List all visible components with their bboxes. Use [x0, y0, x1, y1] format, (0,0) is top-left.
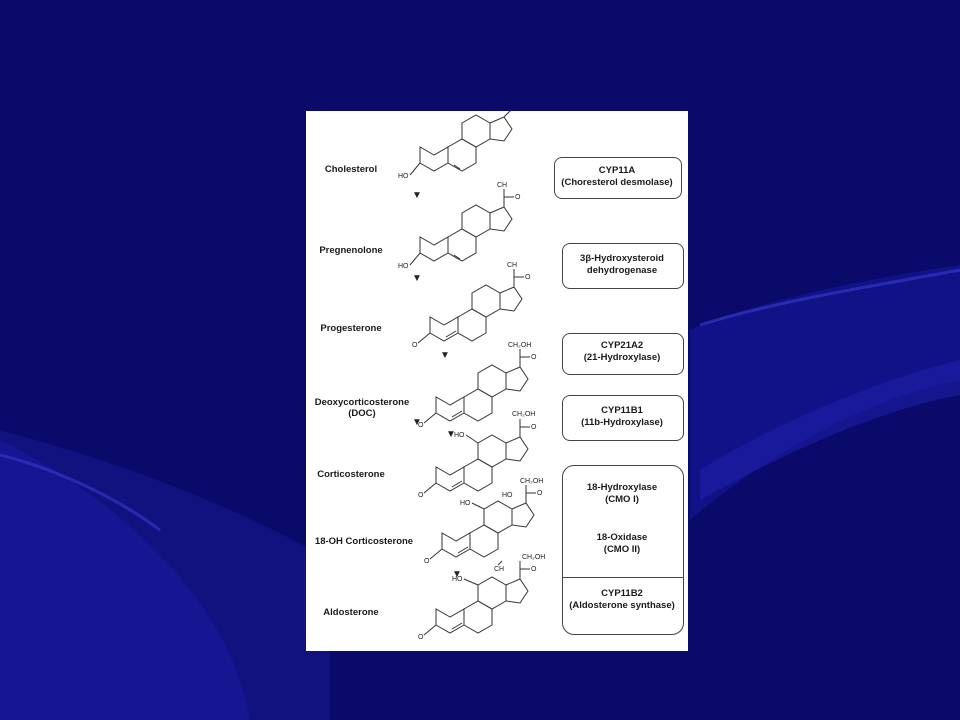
enzyme-text-cyp11b1: CYP11B1(11b-Hydroxylase) — [581, 405, 663, 428]
enzyme-text-cyp11b2: CYP11B2(Aldosterone synthase) — [569, 588, 675, 611]
structure-18-oh-corticosterone: CH₂OH O HO HO O — [424, 478, 543, 565]
pathway-arrow-5: ▼ — [446, 429, 456, 440]
structure-pregnenolone: CH O HO — [398, 182, 521, 270]
steroid-pathway-diagram: Cholesterol Pregnenolone Progesterone De… — [306, 111, 688, 651]
aldosterone-ch-label: CH — [494, 566, 504, 573]
compound-label-deoxycorticosterone: Deoxycorticosterone (DOC) — [306, 397, 422, 419]
enzyme-box-cyp11a — [554, 157, 682, 199]
18-oh-ho-top-label: HO — [502, 492, 513, 499]
progesterone-o-ring-label: O — [412, 342, 418, 349]
enzyme-text-18-oxidase: 18-Oxidase(CMO II) — [596, 532, 648, 555]
enzyme-group-divider — [563, 577, 684, 578]
enzyme-text-cyp21a2: CYP21A2(21-Hydroxylase) — [583, 340, 661, 363]
doc-ch2oh-label: CH₂OH — [508, 342, 531, 349]
pregnenolone-o-label: O — [515, 194, 521, 201]
enzyme-text-18-hydroxylase: 18-Hydroxylase(CMO I) — [586, 482, 658, 505]
corticosterone-ch2oh-label: CH₂OH — [512, 411, 535, 418]
pregnenolone-ho-label: HO — [398, 263, 409, 270]
aldosterone-o-ring-label: O — [418, 634, 424, 641]
pathway-arrow-4: ▼ — [412, 417, 422, 428]
compound-label-doc: (DOC) — [348, 408, 376, 419]
pathway-arrow-1: ▼ — [412, 190, 422, 201]
structure-progesterone: CH O O — [412, 262, 531, 349]
progesterone-ch3-label: CH — [507, 262, 517, 269]
doc-o-label: O — [531, 354, 537, 361]
enzyme-box-cyp21a2 — [562, 333, 684, 375]
compound-label-aldosterone: Aldosterone — [323, 607, 379, 618]
structure-corticosterone: CH₂OH O HO O — [418, 411, 537, 499]
compound-label-cholesterol: Cholesterol — [324, 164, 378, 175]
compound-label-corticosterone: Corticosterone — [317, 469, 385, 480]
pathway-arrow-6: ▼ — [452, 569, 462, 580]
enzyme-text-cyp11a: CYP11A(Choresterol desmolase) — [561, 165, 673, 188]
corticosterone-ho-label: HO — [454, 432, 465, 439]
structure-deoxycorticosterone: CH₂OH O O — [418, 342, 537, 429]
18-oh-o-ring-label: O — [424, 558, 430, 565]
compound-label-pregnenolone: Pregnenolone — [319, 245, 383, 256]
18-oh-ch2oh-label: CH₂OH — [520, 478, 543, 485]
18-oh-o-label: O — [537, 490, 543, 497]
compound-label-progesterone: Progesterone — [320, 323, 382, 334]
aldosterone-ch2oh-label: CH₂OH — [522, 554, 545, 561]
enzyme-box-3b-hsd — [562, 243, 684, 289]
corticosterone-o-ring-label: O — [418, 492, 424, 499]
structure-cholesterol: HO — [398, 111, 513, 180]
progesterone-o-label: O — [525, 274, 531, 281]
corticosterone-o-label: O — [531, 424, 537, 431]
pregnenolone-ch3-label: CH — [497, 182, 507, 189]
enzyme-box-aldosterone-synthase-group — [562, 465, 684, 635]
structure-aldosterone: CH₂OH O CH HO O — [418, 554, 545, 641]
pathway-arrow-3: ▼ — [440, 350, 450, 361]
doc-o-ring-label: O — [418, 422, 424, 429]
18-oh-ho-label: HO — [460, 500, 471, 507]
enzyme-box-cyp11b1 — [562, 395, 684, 441]
cholesterol-ho-label: HO — [398, 173, 409, 180]
pathway-arrow-2: ▼ — [412, 273, 422, 284]
compound-label-18-oh-corticosterone: 18-OH Corticosterone — [314, 536, 414, 547]
aldosterone-ho-label: HO — [452, 576, 463, 583]
aldosterone-o-label: O — [531, 566, 537, 573]
